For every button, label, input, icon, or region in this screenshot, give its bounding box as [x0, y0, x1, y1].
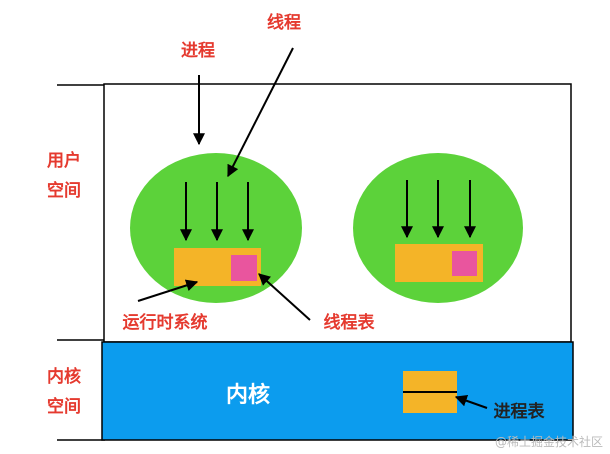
runtime-system-pointer-arrow — [137, 279, 199, 302]
thread-table-pointer-arrow — [258, 273, 311, 321]
thread-pointer-arrow — [227, 47, 294, 178]
thread-table-box-2 — [452, 251, 477, 276]
process-label: 进程 — [181, 41, 215, 61]
process-table-pointer-arrow — [454, 394, 488, 409]
user-space-label-line2: 空间 — [47, 180, 81, 201]
process-table-label: 进程表 — [494, 401, 546, 422]
kernel-space-box — [101, 341, 574, 441]
thread-table-box-1 — [231, 255, 257, 281]
user-space-label-line1: 用户 — [47, 150, 81, 171]
kernel-space-label-line1: 内核 — [47, 366, 81, 387]
runtime-system-label: 运行时系统 — [123, 312, 208, 333]
kernel-label: 内核 — [226, 382, 270, 408]
thread-label: 线程 — [267, 12, 301, 33]
thread-table-label: 线程表 — [324, 312, 376, 333]
watermark-text: @稀土掘金技术社区 — [495, 434, 603, 449]
kernel-space-label-line2: 空间 — [47, 396, 81, 417]
